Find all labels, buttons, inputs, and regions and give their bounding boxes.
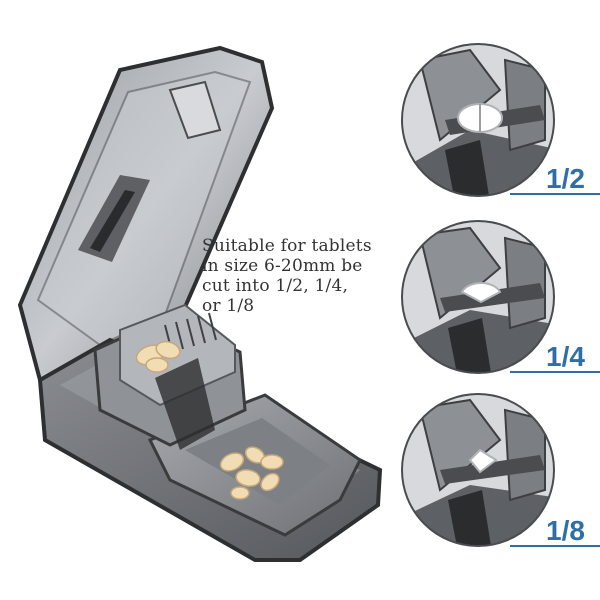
detail-view-quarter bbox=[401, 220, 600, 374]
description-line: cut into 1/2, 1/4, bbox=[202, 276, 349, 296]
fraction-label-eighth: 1/8 bbox=[546, 515, 585, 546]
description-text: Suitable for tablets in size 6-20mm be c… bbox=[202, 236, 412, 316]
tablet-pieces-tray bbox=[219, 446, 284, 500]
description-line: in size 6-20mm be bbox=[202, 256, 363, 276]
tablet-pieces-platform bbox=[135, 340, 181, 373]
description-line: or 1/8 bbox=[202, 296, 255, 316]
fraction-label-half: 1/2 bbox=[546, 163, 585, 194]
description-line: Suitable for tablets bbox=[202, 236, 372, 256]
pill-cutter bbox=[17, 45, 383, 562]
detail-view-half bbox=[401, 43, 600, 197]
detail-view-eighth bbox=[401, 393, 600, 547]
fraction-label-quarter: 1/4 bbox=[546, 341, 585, 372]
